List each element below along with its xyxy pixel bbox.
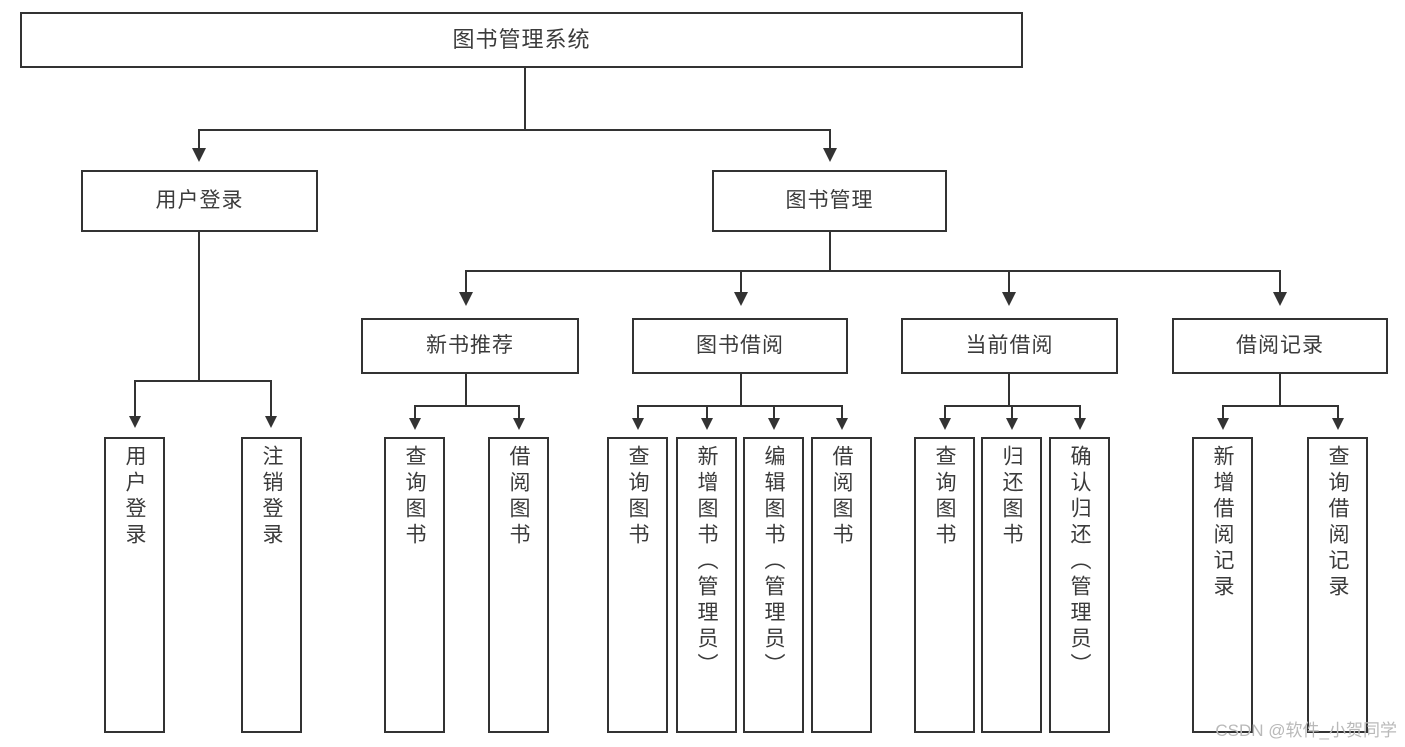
node-book-borrow[interactable]: 图书借阅 [632, 318, 848, 374]
connector-level3-drop-borrow-record [1279, 270, 1281, 293]
connector-level3-drop-new-book [465, 270, 467, 293]
node-root-book-management-system[interactable]: 图书管理系统 [20, 12, 1023, 68]
arrowhead-borrow-record-leaf-1 [1217, 418, 1229, 430]
connector-book-borrow-stem [740, 374, 742, 406]
node-label: 借阅图书 [507, 445, 530, 549]
connector-book-borrow-bus [637, 405, 843, 407]
connector-level3-drop-current-borrow [1008, 270, 1010, 293]
node-user-login[interactable]: 用户登录 [81, 170, 318, 232]
node-label: 新增借阅记录 [1211, 445, 1234, 601]
leaf-current-borrow-query-book[interactable]: 查询图书 [914, 437, 975, 733]
node-label: 编辑图书（管理员） [762, 445, 785, 679]
arrowhead-book-borrow-leaf-1 [632, 418, 644, 430]
connector-book-borrow-drop-2 [706, 405, 708, 419]
leaf-book-borrow-edit-book-admin[interactable]: 编辑图书（管理员） [743, 437, 804, 733]
node-label: 图书管理 [785, 188, 874, 212]
arrowhead-new-book-leaf-1 [409, 418, 421, 430]
node-label: 确认归还（管理员） [1068, 445, 1091, 679]
node-label: 借阅图书 [830, 445, 853, 549]
arrowhead-current-borrow-leaf-3 [1074, 418, 1086, 430]
connector-root-stem [524, 68, 526, 130]
leaf-current-borrow-confirm-return-admin[interactable]: 确认归还（管理员） [1049, 437, 1110, 733]
node-label: 用户登录 [155, 188, 244, 212]
arrowhead-current-borrow-leaf-2 [1006, 418, 1018, 430]
arrowhead-borrow-record [1273, 292, 1287, 306]
leaf-current-borrow-return-book[interactable]: 归还图书 [981, 437, 1042, 733]
node-label: 注销登录 [260, 445, 283, 549]
node-label: 查询图书 [626, 445, 649, 549]
connector-borrow-record-bus [1222, 405, 1337, 407]
connector-book-borrow-drop-3 [773, 405, 775, 419]
arrowhead-book-borrow-leaf-3 [768, 418, 780, 430]
connector-book-borrow-drop-4 [841, 405, 843, 419]
node-label: 新增图书（管理员） [695, 445, 718, 679]
connector-user-login-drop-1 [134, 380, 136, 417]
arrowhead-current-borrow [1002, 292, 1016, 306]
leaf-book-borrow-borrow-book[interactable]: 借阅图书 [811, 437, 872, 733]
leaf-borrow-record-add-record[interactable]: 新增借阅记录 [1192, 437, 1253, 733]
node-book-management[interactable]: 图书管理 [712, 170, 947, 232]
connector-new-book-drop-2 [518, 405, 520, 419]
arrowhead-book-borrow [734, 292, 748, 306]
node-label: 当前借阅 [965, 333, 1054, 357]
node-label: 借阅记录 [1236, 333, 1324, 357]
arrowhead-user-login-leaf-2 [265, 416, 277, 428]
node-label: 查询图书 [933, 445, 956, 549]
connector-user-login-bus [134, 380, 270, 382]
leaf-user-login-logout[interactable]: 注销登录 [241, 437, 302, 733]
leaf-user-login-login[interactable]: 用户登录 [104, 437, 165, 733]
connector-level3-bus [465, 270, 1280, 272]
connector-current-borrow-drop-3 [1079, 405, 1081, 419]
arrowhead-book-management [823, 148, 837, 162]
connector-level2-bus [198, 129, 830, 131]
node-label: 查询图书 [403, 445, 426, 549]
node-label: 归还图书 [1000, 445, 1023, 549]
connector-borrow-record-drop-2 [1337, 405, 1339, 419]
leaf-book-borrow-query-book[interactable]: 查询图书 [607, 437, 668, 733]
connector-level2-drop-book-management [829, 129, 831, 148]
arrowhead-user-login-leaf-1 [129, 416, 141, 428]
leaf-new-book-borrow-book[interactable]: 借阅图书 [488, 437, 549, 733]
node-borrow-record[interactable]: 借阅记录 [1172, 318, 1388, 374]
connector-new-book-stem [465, 374, 467, 406]
node-label: 用户登录 [123, 445, 146, 549]
connector-book-borrow-drop-1 [637, 405, 639, 419]
connector-user-login-stem [198, 232, 200, 381]
arrowhead-new-book-recommend [459, 292, 473, 306]
arrowhead-user-login [192, 148, 206, 162]
node-label: 新书推荐 [426, 333, 514, 357]
leaf-new-book-query-book[interactable]: 查询图书 [384, 437, 445, 733]
arrowhead-book-borrow-leaf-4 [836, 418, 848, 430]
connector-new-book-drop-1 [414, 405, 416, 419]
leaf-borrow-record-query-record[interactable]: 查询借阅记录 [1307, 437, 1368, 733]
connector-new-book-bus [414, 405, 518, 407]
connector-borrow-record-drop-1 [1222, 405, 1224, 419]
node-label: 图书借阅 [696, 333, 784, 357]
connector-current-borrow-stem [1008, 374, 1010, 406]
node-new-book-recommend[interactable]: 新书推荐 [361, 318, 579, 374]
node-label: 查询借阅记录 [1326, 445, 1349, 601]
node-label: 图书管理系统 [452, 27, 591, 53]
connector-book-management-stem [829, 232, 831, 271]
connector-user-login-drop-2 [270, 380, 272, 417]
node-current-borrow[interactable]: 当前借阅 [901, 318, 1118, 374]
arrowhead-current-borrow-leaf-1 [939, 418, 951, 430]
connector-current-borrow-drop-1 [944, 405, 946, 419]
arrowhead-borrow-record-leaf-2 [1332, 418, 1344, 430]
arrowhead-book-borrow-leaf-2 [701, 418, 713, 430]
connector-current-borrow-drop-2 [1011, 405, 1013, 419]
connector-borrow-record-stem [1279, 374, 1281, 406]
watermark-csdn: CSDN @软件_小贺同学 [1215, 721, 1397, 740]
connector-level3-drop-book-borrow [740, 270, 742, 293]
connector-level2-drop-user-login [198, 129, 200, 148]
arrowhead-new-book-leaf-2 [513, 418, 525, 430]
leaf-book-borrow-add-book-admin[interactable]: 新增图书（管理员） [676, 437, 737, 733]
